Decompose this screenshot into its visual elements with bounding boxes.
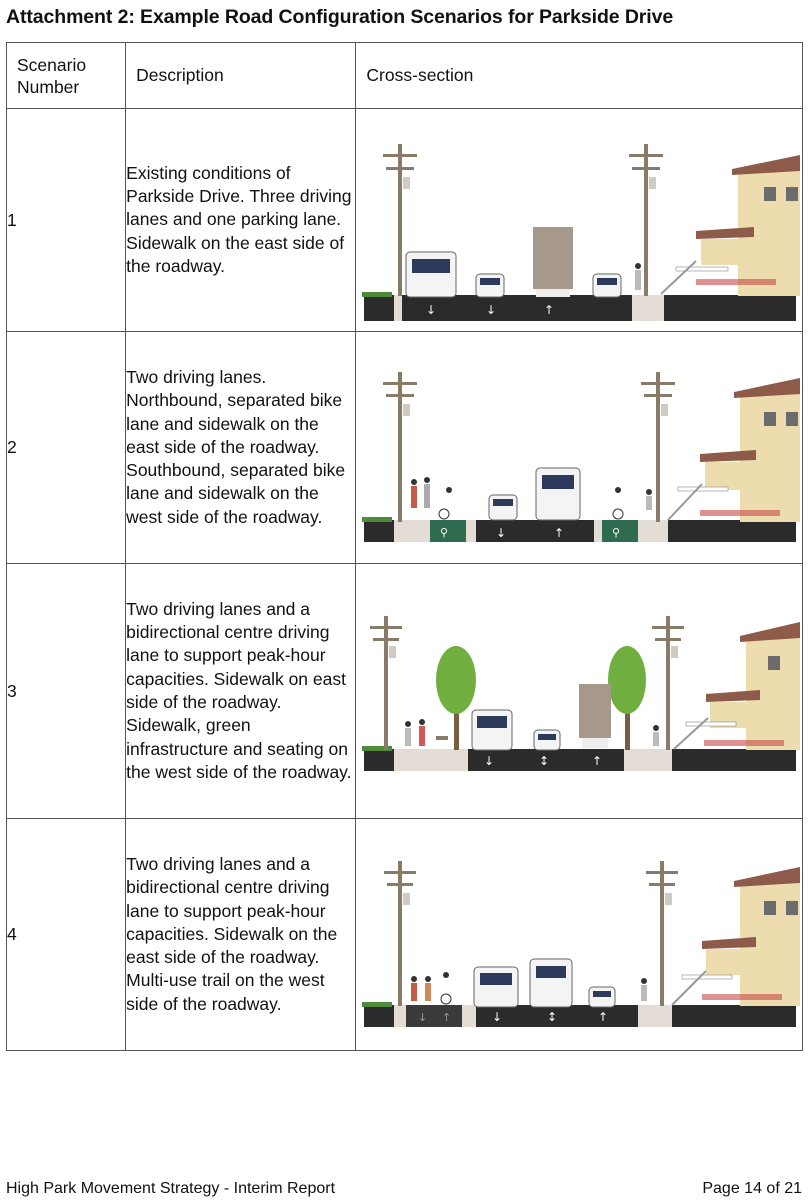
pedestrian-icon [405,721,412,727]
house-icon [660,155,801,296]
pedestrian-icon [424,477,431,483]
cross-section-illustration: ↓ ↑ ↓ ↕ ↑ [362,861,801,1027]
arrow-bidirectional-icon: ↕ [539,754,549,768]
cross-section-illustration: ⚲ ↓ ↑ ⚲ [362,372,801,542]
truck-icon [579,684,612,738]
arrow-up-icon: ↑ [592,754,602,768]
house-icon [671,867,801,1006]
cross-section-illustration: ↓ ↕ ↑ [362,616,801,771]
utility-pole-icon [370,616,403,750]
utility-pole-icon [383,372,418,522]
footer-report-title: High Park Movement Strategy - Interim Re… [6,1180,336,1197]
scenario-description: Two driving lanes and a bidirectional ce… [125,563,357,819]
arrow-down-icon: ↓ [484,754,494,768]
multi-use-trail [406,1005,463,1027]
pedestrian-icon [411,479,418,485]
utility-pole-icon [629,144,664,296]
arrow-up-icon: ↑ [544,303,554,317]
pedestrian-icon [635,263,642,269]
cross-section-3: ↓ ↕ ↑ [355,563,803,819]
pedestrian-icon [425,976,432,982]
page-title: Attachment 2: Example Road Configuration… [6,6,674,28]
arrow-down-icon: ↓ [426,303,436,317]
utility-pole-icon [383,144,418,296]
scenario-number: 4 [5,818,127,1051]
car-icon [592,273,622,298]
table-row: 2 Two driving lanes. Northbound, separat… [5,331,803,564]
table-row: 1 Existing conditions of Parkside Drive.… [5,108,803,332]
header-cross-section: Cross-section [355,42,803,109]
arrow-up-icon: ↑ [442,1011,451,1024]
cyclist-icon [443,972,450,978]
utility-pole-icon [384,861,417,1006]
arrow-up-icon: ↑ [598,1010,608,1024]
scenario-number: 2 [5,331,127,564]
table-header-row: Scenario Number Description Cross-sectio… [5,42,803,109]
arrow-down-icon: ↓ [486,303,496,317]
tree-icon [436,646,477,750]
arrow-down-icon: ↓ [496,526,506,540]
table-row: 3 Two driving lanes and a bidirectional … [5,563,803,819]
pedestrian-icon [411,976,418,982]
arrow-bidirectional-icon: ↕ [547,1010,557,1024]
house-icon [667,378,801,522]
tree-icon [608,646,647,750]
pedestrian-icon [419,719,426,725]
bench-icon [436,736,449,740]
arrow-down-icon: ↓ [492,1010,502,1024]
scenario-number: 3 [5,563,127,819]
pedestrian-icon [646,489,653,495]
cyclist-icon [615,487,622,493]
bike-lane [430,520,467,542]
bike-lane [602,520,639,542]
cross-section-2: ⚲ ↓ ↑ ⚲ [355,331,803,564]
arrow-down-icon: ↓ [418,1011,427,1024]
bike-symbol-icon: ⚲ [440,526,448,539]
cross-section-4: ↓ ↑ ↓ ↕ ↑ [355,818,803,1051]
car-icon [475,273,505,298]
utility-pole-icon [641,372,676,522]
cross-section-illustration: ↓ ↓ ↑ [362,144,801,321]
scenarios-table: Scenario Number Description Cross-sectio… [5,42,803,1051]
scenario-description: Two driving lanes. Northbound, separated… [125,331,357,564]
house-icon [673,622,801,750]
cross-section-1: ↓ ↓ ↑ [355,108,803,332]
cyclist-icon [446,487,453,493]
scenario-description: Existing conditions of Parkside Drive. T… [125,108,357,332]
bus-icon [405,251,457,298]
arrow-up-icon: ↑ [554,526,564,540]
utility-pole-icon [652,616,685,750]
header-scenario-number: Scenario Number [5,42,127,109]
car-icon [488,494,518,521]
scenario-description: Two driving lanes and a bidirectional ce… [125,818,357,1051]
header-description: Description [125,42,357,109]
utility-pole-icon [646,861,679,1006]
bike-symbol-icon: ⚲ [612,526,620,539]
pedestrian-icon [641,978,648,984]
table-row: 4 Two driving lanes and a bidirectional … [5,818,803,1051]
pedestrian-icon [653,725,660,731]
scenario-number: 1 [5,108,127,332]
truck-icon [533,227,574,289]
footer-page-number: Page 14 of 21 [702,1180,802,1197]
